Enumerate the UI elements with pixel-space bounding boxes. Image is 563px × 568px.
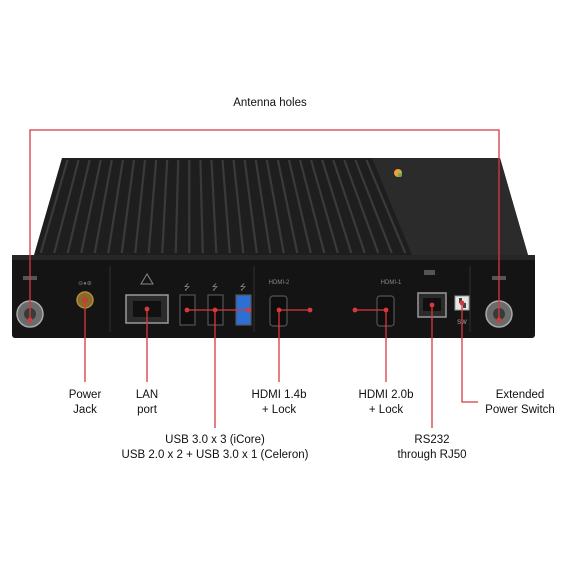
power-switch-label: Extended Power Switch: [480, 388, 560, 418]
power-jack-label: Power Jack: [55, 388, 115, 418]
hdmi-20b-label: HDMI 2.0b + Lock: [346, 388, 426, 418]
antenna-holes-label: Antenna holes: [210, 96, 330, 111]
hdmi1-panel-label: HDMI-1: [381, 280, 402, 286]
usb-symbol-icon: ⭍: [184, 283, 191, 292]
usb-symbol-icon: ⭍: [212, 283, 219, 292]
power-symbol-icon: ⊖●⊕: [78, 281, 92, 287]
usb-symbol-icon: ⭍: [240, 283, 247, 292]
brand-logo-dot-icon: [398, 173, 402, 177]
panel-top-edge: [12, 255, 535, 260]
hdmi2-panel-label: HDMI-2: [269, 280, 290, 286]
lan-port-label: LAN port: [122, 388, 172, 418]
rs232-mark: [424, 270, 435, 275]
rs232-label: RS232 through RJ50: [382, 433, 482, 463]
hdmi-14b-label: HDMI 1.4b + Lock: [239, 388, 319, 418]
usb-label: USB 3.0 x 3 (iCore) USB 2.0 x 2 + USB 3.…: [105, 433, 325, 463]
